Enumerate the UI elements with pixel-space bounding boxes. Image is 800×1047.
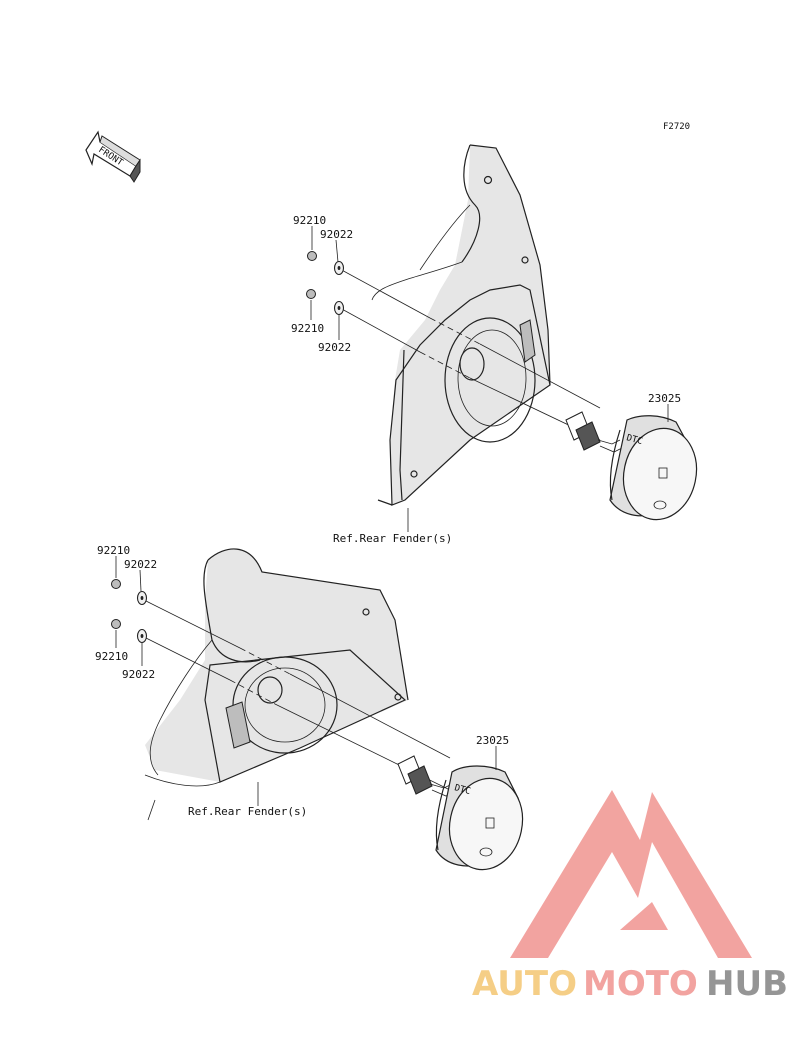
part-number-92210: 92210 bbox=[95, 650, 128, 663]
front-arrow-icon: FRONT bbox=[85, 130, 141, 183]
svg-text:DTC: DTC bbox=[453, 783, 471, 797]
connector-icon bbox=[397, 755, 455, 797]
washer-icon bbox=[136, 590, 148, 606]
nut-icon bbox=[111, 579, 121, 589]
connector-icon bbox=[565, 411, 623, 453]
upper-assembly: 92210 92022 92210 92022 DTC 23025 Ref.Re… bbox=[291, 144, 698, 545]
automotohub-logo: AUTO MOTO HUB bbox=[472, 790, 788, 1004]
washer-icon bbox=[136, 628, 148, 644]
washer-icon bbox=[333, 300, 345, 316]
svg-text:HUB: HUB bbox=[706, 964, 788, 1004]
part-number-92210: 92210 bbox=[97, 544, 130, 557]
nut-icon bbox=[307, 251, 317, 261]
part-number-23025: 23025 bbox=[476, 734, 509, 747]
lower-assembly: 92210 92022 92210 92022 DTC 23025 Ref.Re… bbox=[95, 544, 524, 871]
svg-text:DTC: DTC bbox=[625, 433, 643, 447]
nut-icon bbox=[306, 289, 316, 299]
tail-lamp-icon: DTC bbox=[435, 765, 524, 871]
part-number-92022: 92022 bbox=[122, 668, 155, 681]
svg-text:MOTO: MOTO bbox=[583, 964, 698, 1004]
part-number-92022: 92022 bbox=[320, 228, 353, 241]
tail-lamp-icon: DTC bbox=[609, 415, 698, 521]
nut-icon bbox=[111, 619, 121, 629]
washer-icon bbox=[333, 260, 345, 276]
part-number-92210: 92210 bbox=[293, 214, 326, 227]
part-number-92210: 92210 bbox=[291, 322, 324, 335]
part-number-92022: 92022 bbox=[124, 558, 157, 571]
fender-reference-label: Ref.Rear Fender(s) bbox=[188, 805, 307, 818]
svg-text:AUTO: AUTO bbox=[472, 964, 577, 1004]
figure-code: F2720 bbox=[663, 122, 690, 132]
part-number-23025: 23025 bbox=[648, 392, 681, 405]
part-number-92022: 92022 bbox=[318, 341, 351, 354]
fender-reference-label: Ref.Rear Fender(s) bbox=[333, 532, 452, 545]
